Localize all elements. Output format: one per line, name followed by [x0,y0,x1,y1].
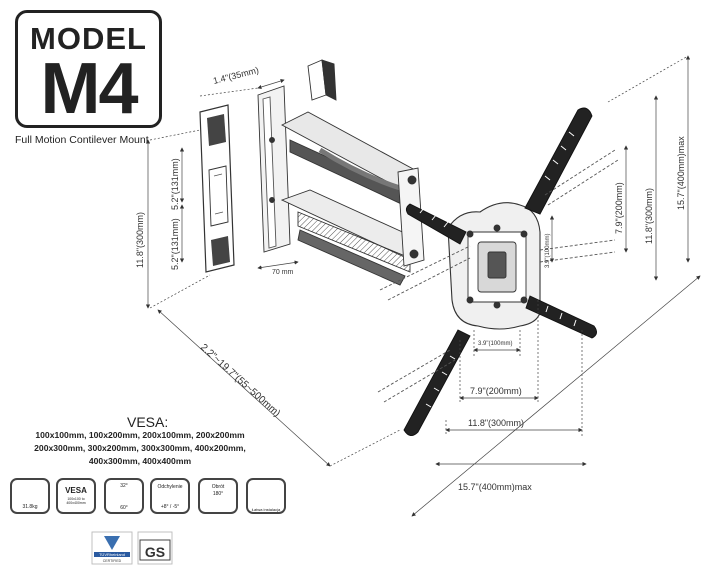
gs-mark-logo: GS [137,531,173,565]
svg-text:TÜVRheinland: TÜVRheinland [99,552,125,557]
dim-h-400: 15.7"(400mm)max [458,482,532,492]
dimension-lines [145,55,701,517]
wall-rail [257,59,337,253]
swivel-bottom-label: 60° [120,505,128,511]
dim-v-100: 3.9"(100mm) [545,234,551,268]
dim-h-200: 7.9"(200mm) [470,386,522,396]
tv-bracket-top-left [405,203,467,245]
vesa-line-3: 400x300mm, 400x400mm [88,456,192,466]
dim-extension: 2.2"~19.7"(55~500mm) [198,342,282,419]
dim-v-200: 7.9"(200mm) [614,182,624,234]
vesa-title: VESA: [127,414,169,430]
weight-tile: 31.8kg [10,478,50,514]
swivel-top-label: 32° [120,483,128,489]
rotate-tile: Obrót 180° [198,478,238,514]
tv-bracket-top-right [524,107,593,215]
dim-wall-plate-height: 11.8"(300mm) [135,212,145,268]
dim-h-100: 3.9"(100mm) [478,341,512,347]
certifications: TÜVRheinland CERTIFIED GS [91,531,173,565]
tilt-label: Odchylenie [157,484,183,490]
vesa-icon-sub: 100x100 to 400x400mm [66,497,86,505]
dim-h-300: 11.8"(300mm) [468,418,524,428]
swivel-tile: 32° 60° [104,478,144,514]
vesa-line-2: 200x300mm, 300x200mm, 300x300mm, 400x200… [34,443,246,453]
rotate-sub: 180° [212,491,224,497]
svg-text:CERTIFIED: CERTIFIED [103,559,122,563]
rotate-label: Obrót [211,484,225,490]
vesa-line-1: 100x100mm, 100x200mm, 200x100mm, 200x200… [35,430,245,440]
dim-upper-plate: 5.2"(131mm) [170,158,180,210]
installation-tile: Łatwa instalacja [246,478,286,514]
dim-arm-width: 70 mm [272,269,294,276]
tuv-rheinland-logo: TÜVRheinland CERTIFIED [91,531,133,565]
arm-joint [397,167,425,267]
upper-arm [281,111,416,209]
dim-lower-plate: 5.2"(131mm) [170,218,180,270]
model-box: MODEL M4 [15,10,162,129]
installation-label: Łatwa instalacja [251,507,281,512]
vesa-plate [447,202,542,330]
model-label: MODEL [30,21,147,56]
vesa-tile: VESA 100x100 to 400x400mm [56,478,96,514]
product-subtitle: Full Motion Contilever Mount [15,134,149,146]
model-number: M4 [40,49,138,129]
dim-v-400: 15.7"(400mm)max [676,136,686,210]
tilt-tile: Odchylenie +8° / -5° [150,478,190,514]
vesa-icon-label: VESA [65,486,87,495]
weight-label: 31.8kg [22,504,38,510]
svg-text:GS: GS [145,544,165,560]
wall-plate [199,104,235,273]
tilt-sub: +8° / -5° [160,504,180,510]
dim-v-300: 11.8"(300mm) [644,188,654,244]
lower-arm [280,189,421,286]
dim-depth-min: 1.4"(35mm) [212,65,260,86]
